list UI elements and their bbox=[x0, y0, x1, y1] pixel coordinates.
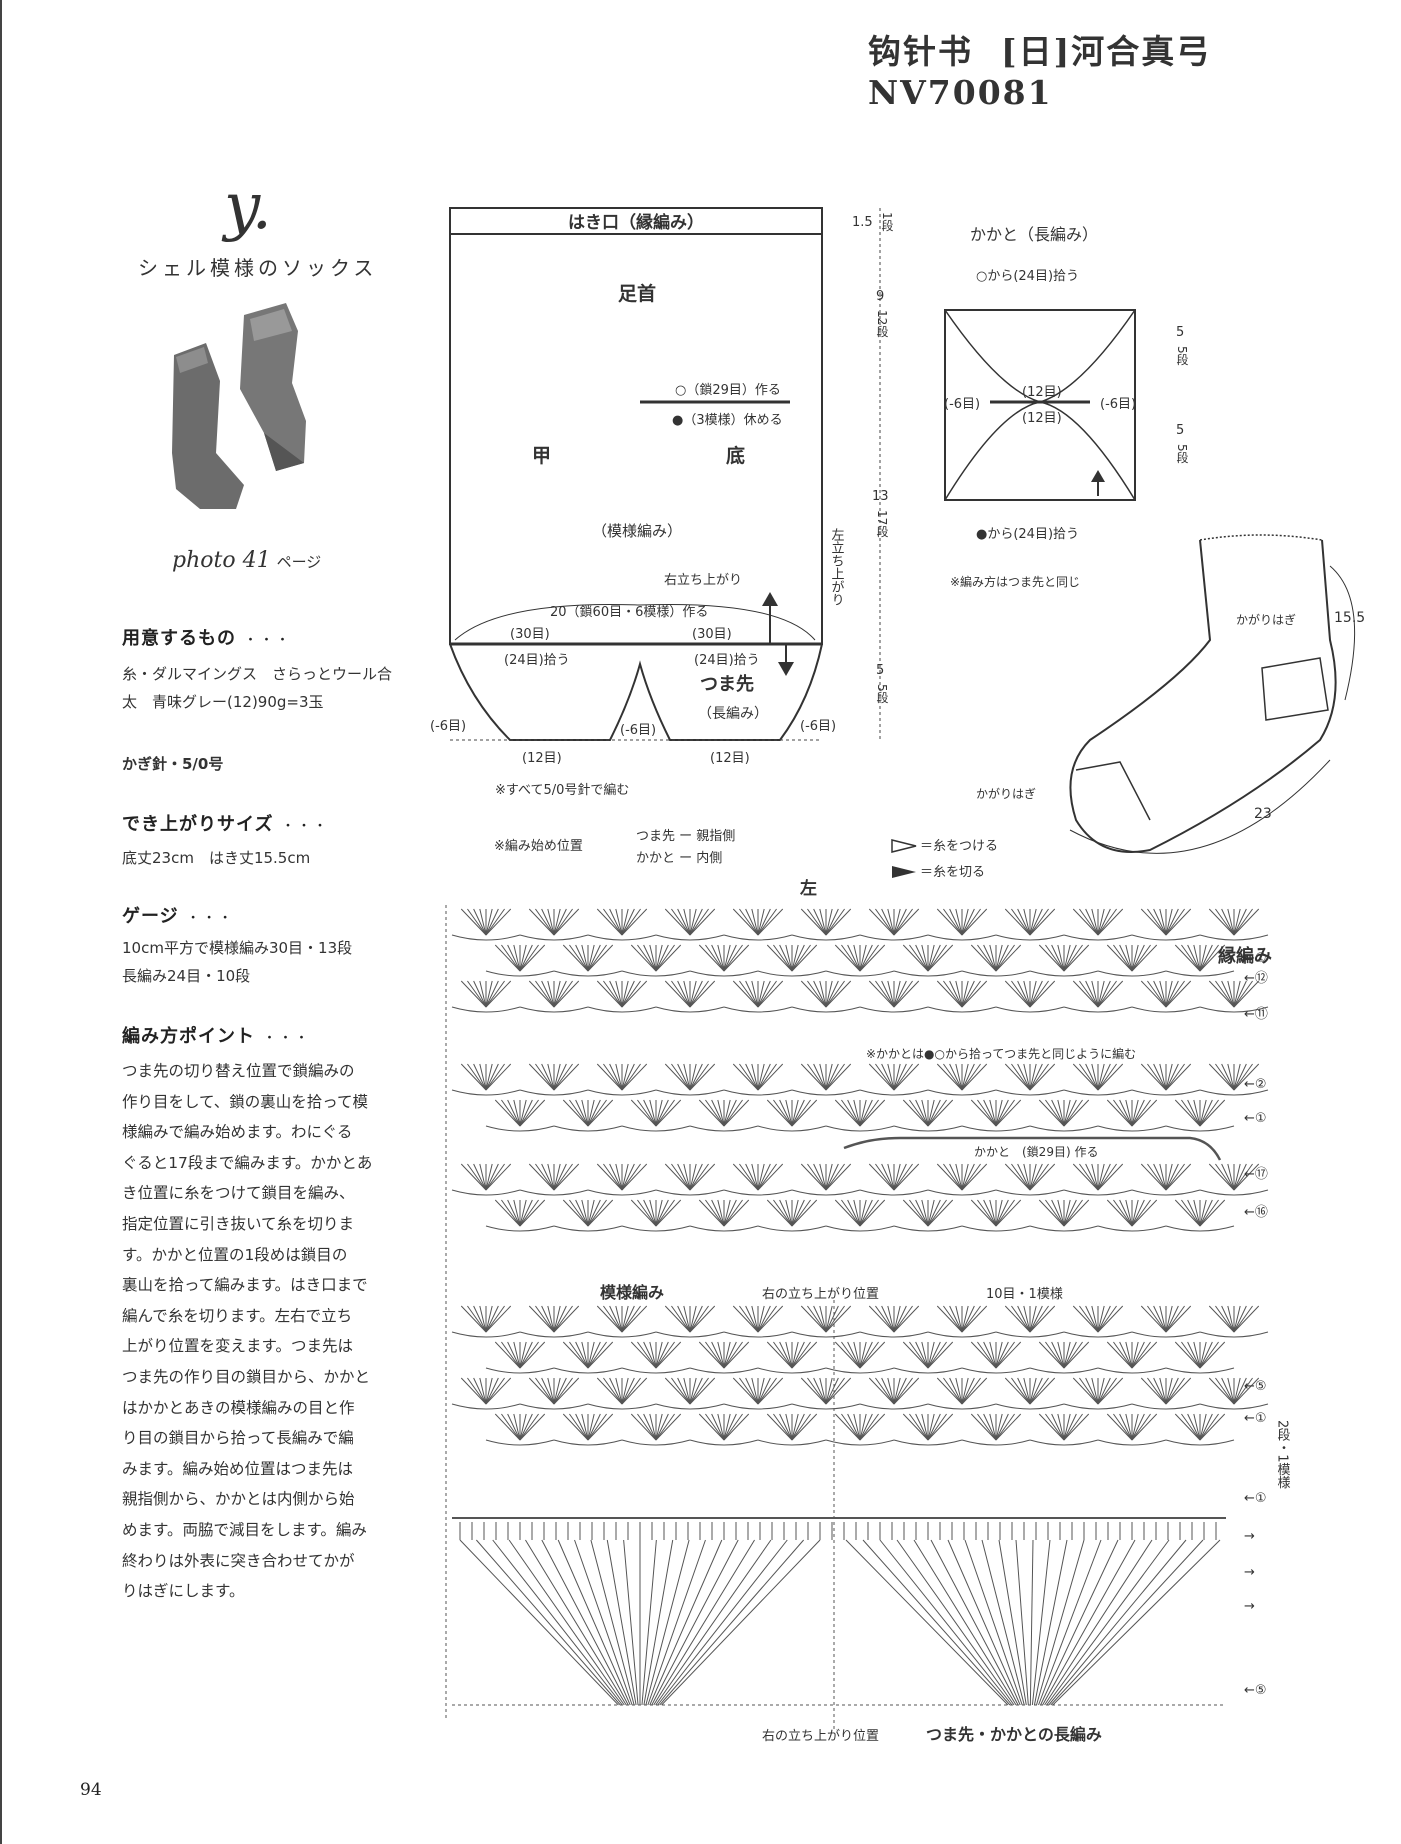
gauge-line-2: 長編み24目・10段 bbox=[122, 967, 251, 985]
gauge-heading: ゲージ・・・ bbox=[122, 906, 235, 927]
row-label: ←② bbox=[1244, 1077, 1267, 1092]
right-rise-chart: 右の立ち上がり位置 bbox=[762, 1287, 879, 1302]
materials-hook: かぎ針・5/0号 bbox=[122, 755, 224, 773]
heel-dim-5b: 5 bbox=[1176, 423, 1184, 438]
row-label: ←⑤ bbox=[1244, 1379, 1267, 1394]
row-label: ←① bbox=[1244, 1111, 1267, 1126]
start-toe: つま先 ー 親指側 bbox=[636, 829, 735, 844]
heel-dim-5b-rows: 5段 bbox=[1175, 444, 1189, 464]
width-12-right: (12目) bbox=[710, 751, 750, 766]
chain29-label: ○（鎖29目）作る bbox=[675, 382, 781, 398]
instep-label: 甲 bbox=[532, 445, 551, 467]
row-label: ←① bbox=[1244, 1411, 1267, 1426]
attach-legend: ＝糸をつける bbox=[920, 839, 998, 854]
size-text: 底丈23cm はき丈15.5cm bbox=[122, 849, 311, 867]
width-30-right: (30目) bbox=[692, 627, 732, 642]
bottom-title: つま先・かかとの長編み bbox=[926, 1725, 1102, 1744]
socks-photo bbox=[172, 303, 306, 509]
edge-label: 縁編み bbox=[1218, 945, 1272, 967]
dim-1-5: 1.5 bbox=[852, 215, 873, 230]
start-note: ※編み始め位置 bbox=[494, 838, 583, 854]
heel-dim-5a-rows: 5段 bbox=[1175, 346, 1189, 366]
heel-dim-5a: 5 bbox=[1176, 325, 1184, 340]
cut-legend: ＝糸を切る bbox=[920, 865, 985, 880]
row-label: ←⑤ bbox=[1244, 1683, 1267, 1698]
page-left-border bbox=[0, 0, 2, 1844]
heel-dec-right: (-6目) bbox=[1100, 397, 1136, 412]
row-label: ←⑫ bbox=[1244, 971, 1268, 986]
heel-title: かかと（長編み） bbox=[970, 225, 1098, 244]
heel-bottom-pick: ●から(24目)拾う bbox=[976, 527, 1079, 542]
dim-12-rows: 12段 bbox=[875, 310, 889, 338]
bottom-rise-label: 右の立ち上がり位置 bbox=[762, 1729, 879, 1744]
toe-label: つま先 bbox=[700, 673, 754, 695]
row-label: → bbox=[1244, 1599, 1255, 1614]
size-heading: でき上がりサイズ・・・ bbox=[122, 814, 330, 835]
pattern-label: （模様編み） bbox=[592, 522, 682, 540]
dim-1-rows: 1段 bbox=[880, 212, 894, 232]
pick24-right: (24目)拾う bbox=[694, 653, 760, 668]
materials-yarn: 糸・ダルマイングス さらっとウール合太 青味グレー(12)90g=3玉 bbox=[122, 665, 393, 711]
sock-height: 15.5 bbox=[1334, 610, 1365, 626]
chain60-label: 20（鎖60目・6模様）作る bbox=[550, 604, 708, 620]
author: [日]河合真弓 bbox=[1001, 32, 1212, 71]
points-body: つま先の切り替え位置で鎖編みの作り目をして、鎖の裏山を拾って模様編みで編み始めま… bbox=[122, 1062, 373, 1601]
rows-note: 2段・1模様 bbox=[1275, 1420, 1291, 1489]
pattern-title: シェル模様のソックス bbox=[138, 256, 378, 280]
sock-seam-2: かがりはぎ bbox=[976, 786, 1036, 801]
row-label: ←⑪ bbox=[1244, 1007, 1268, 1022]
heel-dec-left: (-6目) bbox=[944, 397, 980, 412]
dim-5: 5 bbox=[876, 663, 884, 678]
row-label: ←① bbox=[1244, 1491, 1267, 1506]
heel-top-pick: ○から(24目)拾う bbox=[976, 269, 1079, 284]
chart-left-label: 左 bbox=[800, 878, 817, 899]
row-label: ←① bbox=[1244, 951, 1267, 966]
heel-width-bottom: (12目) bbox=[1022, 411, 1062, 426]
dc-label: （長編み） bbox=[698, 706, 768, 722]
heel-note: ※編み方はつま先と同じ bbox=[950, 574, 1080, 589]
row-label: → bbox=[1244, 1529, 1255, 1544]
hook-note: ※すべて5/0号針で編む bbox=[495, 782, 629, 798]
pattern-chart-label: 模様編み bbox=[600, 1283, 664, 1302]
page-header: 钩针书 [日]河合真弓NV70081 bbox=[840, 25, 1401, 112]
book-title: 钩针书 bbox=[868, 32, 973, 71]
ankle-label: 足首 bbox=[618, 282, 656, 305]
materials-heading: 用意するもの・・・ bbox=[122, 628, 293, 649]
cuff-label: はき口（縁編み） bbox=[568, 212, 704, 233]
sock-length: 23 bbox=[1254, 806, 1272, 822]
gauge-line-1: 10cm平方で模様編み30目・13段 bbox=[122, 939, 353, 957]
sole-label: 底 bbox=[726, 444, 745, 467]
dim-13: 13 bbox=[872, 489, 889, 504]
rest-label: ●（3模様）休める bbox=[672, 413, 783, 428]
sock-seam-1: かがりはぎ bbox=[1236, 612, 1296, 627]
dim-5-rows: 5段 bbox=[875, 684, 889, 704]
page-number: 94 bbox=[80, 1780, 102, 1800]
dec-middle: (-6目) bbox=[620, 723, 656, 738]
repeat-label: 10目・1模様 bbox=[986, 1287, 1063, 1302]
left-rise-label: 左立ち上がり bbox=[829, 528, 845, 606]
dim-9: 9 bbox=[876, 289, 884, 304]
width-12-left: (12目) bbox=[522, 751, 562, 766]
row-label: → bbox=[1244, 1565, 1255, 1580]
pattern-letter: y. bbox=[224, 170, 272, 244]
heel-width-top: (12目) bbox=[1022, 385, 1062, 400]
start-heel: かかと ー 内側 bbox=[636, 850, 722, 866]
book-code: NV70081 bbox=[868, 73, 1053, 112]
dec-right: (-6目) bbox=[800, 719, 836, 734]
heel-chart-note: ※かかとは●○から拾ってつま先と同じように編む bbox=[866, 1046, 1136, 1061]
dim-17-rows: 17段 bbox=[875, 510, 889, 538]
pick24-left: (24目)拾う bbox=[504, 653, 570, 668]
row-label: ←⑯ bbox=[1244, 1205, 1268, 1220]
dec-left: (-6目) bbox=[430, 719, 466, 734]
right-rise-label: 右立ち上がり bbox=[664, 573, 742, 588]
width-30-left: (30目) bbox=[510, 627, 550, 642]
points-heading: 編み方ポイント・・・ bbox=[122, 1026, 312, 1047]
heel-chain-label: かかと (鎖29目) 作る bbox=[974, 1144, 1098, 1159]
row-label: ←⑰ bbox=[1244, 1167, 1268, 1182]
